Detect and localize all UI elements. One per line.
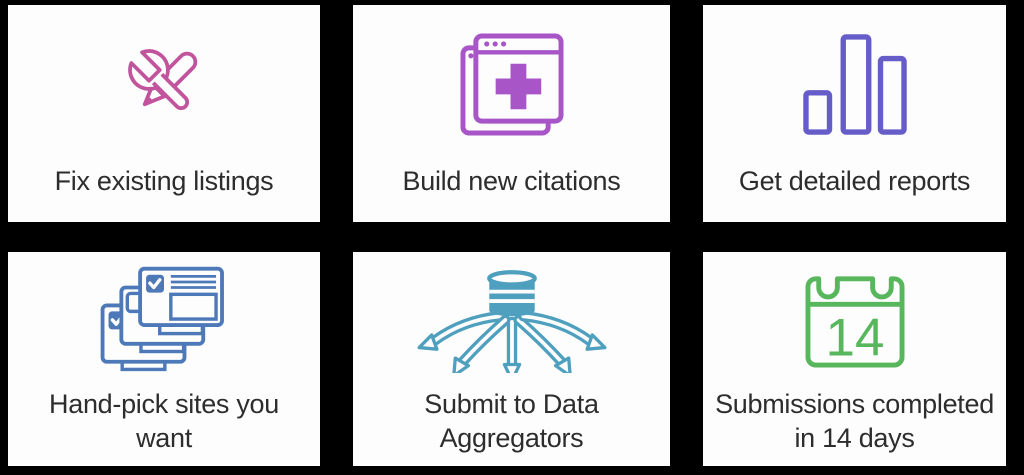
feature-card-fix-existing-listings: Fix existing listings — [8, 5, 320, 222]
database-distribution-icon — [417, 252, 607, 387]
feature-label: Get detailed reports — [738, 166, 971, 196]
calendar-day-number: 14 — [825, 308, 884, 367]
feature-card-get-detailed-reports: Get detailed reports — [703, 5, 1006, 222]
bar-chart-icon — [802, 5, 907, 164]
feature-label: Fix existing listings — [54, 166, 274, 196]
feature-label: Build new citations — [402, 166, 621, 196]
checked-cards-icon — [100, 252, 228, 387]
browser-plus-icon — [459, 5, 564, 164]
calendar-14-icon: 14 — [804, 252, 906, 387]
wrench-pencil-icon — [111, 5, 217, 164]
feature-card-build-new-citations: Build new citations — [353, 5, 670, 222]
